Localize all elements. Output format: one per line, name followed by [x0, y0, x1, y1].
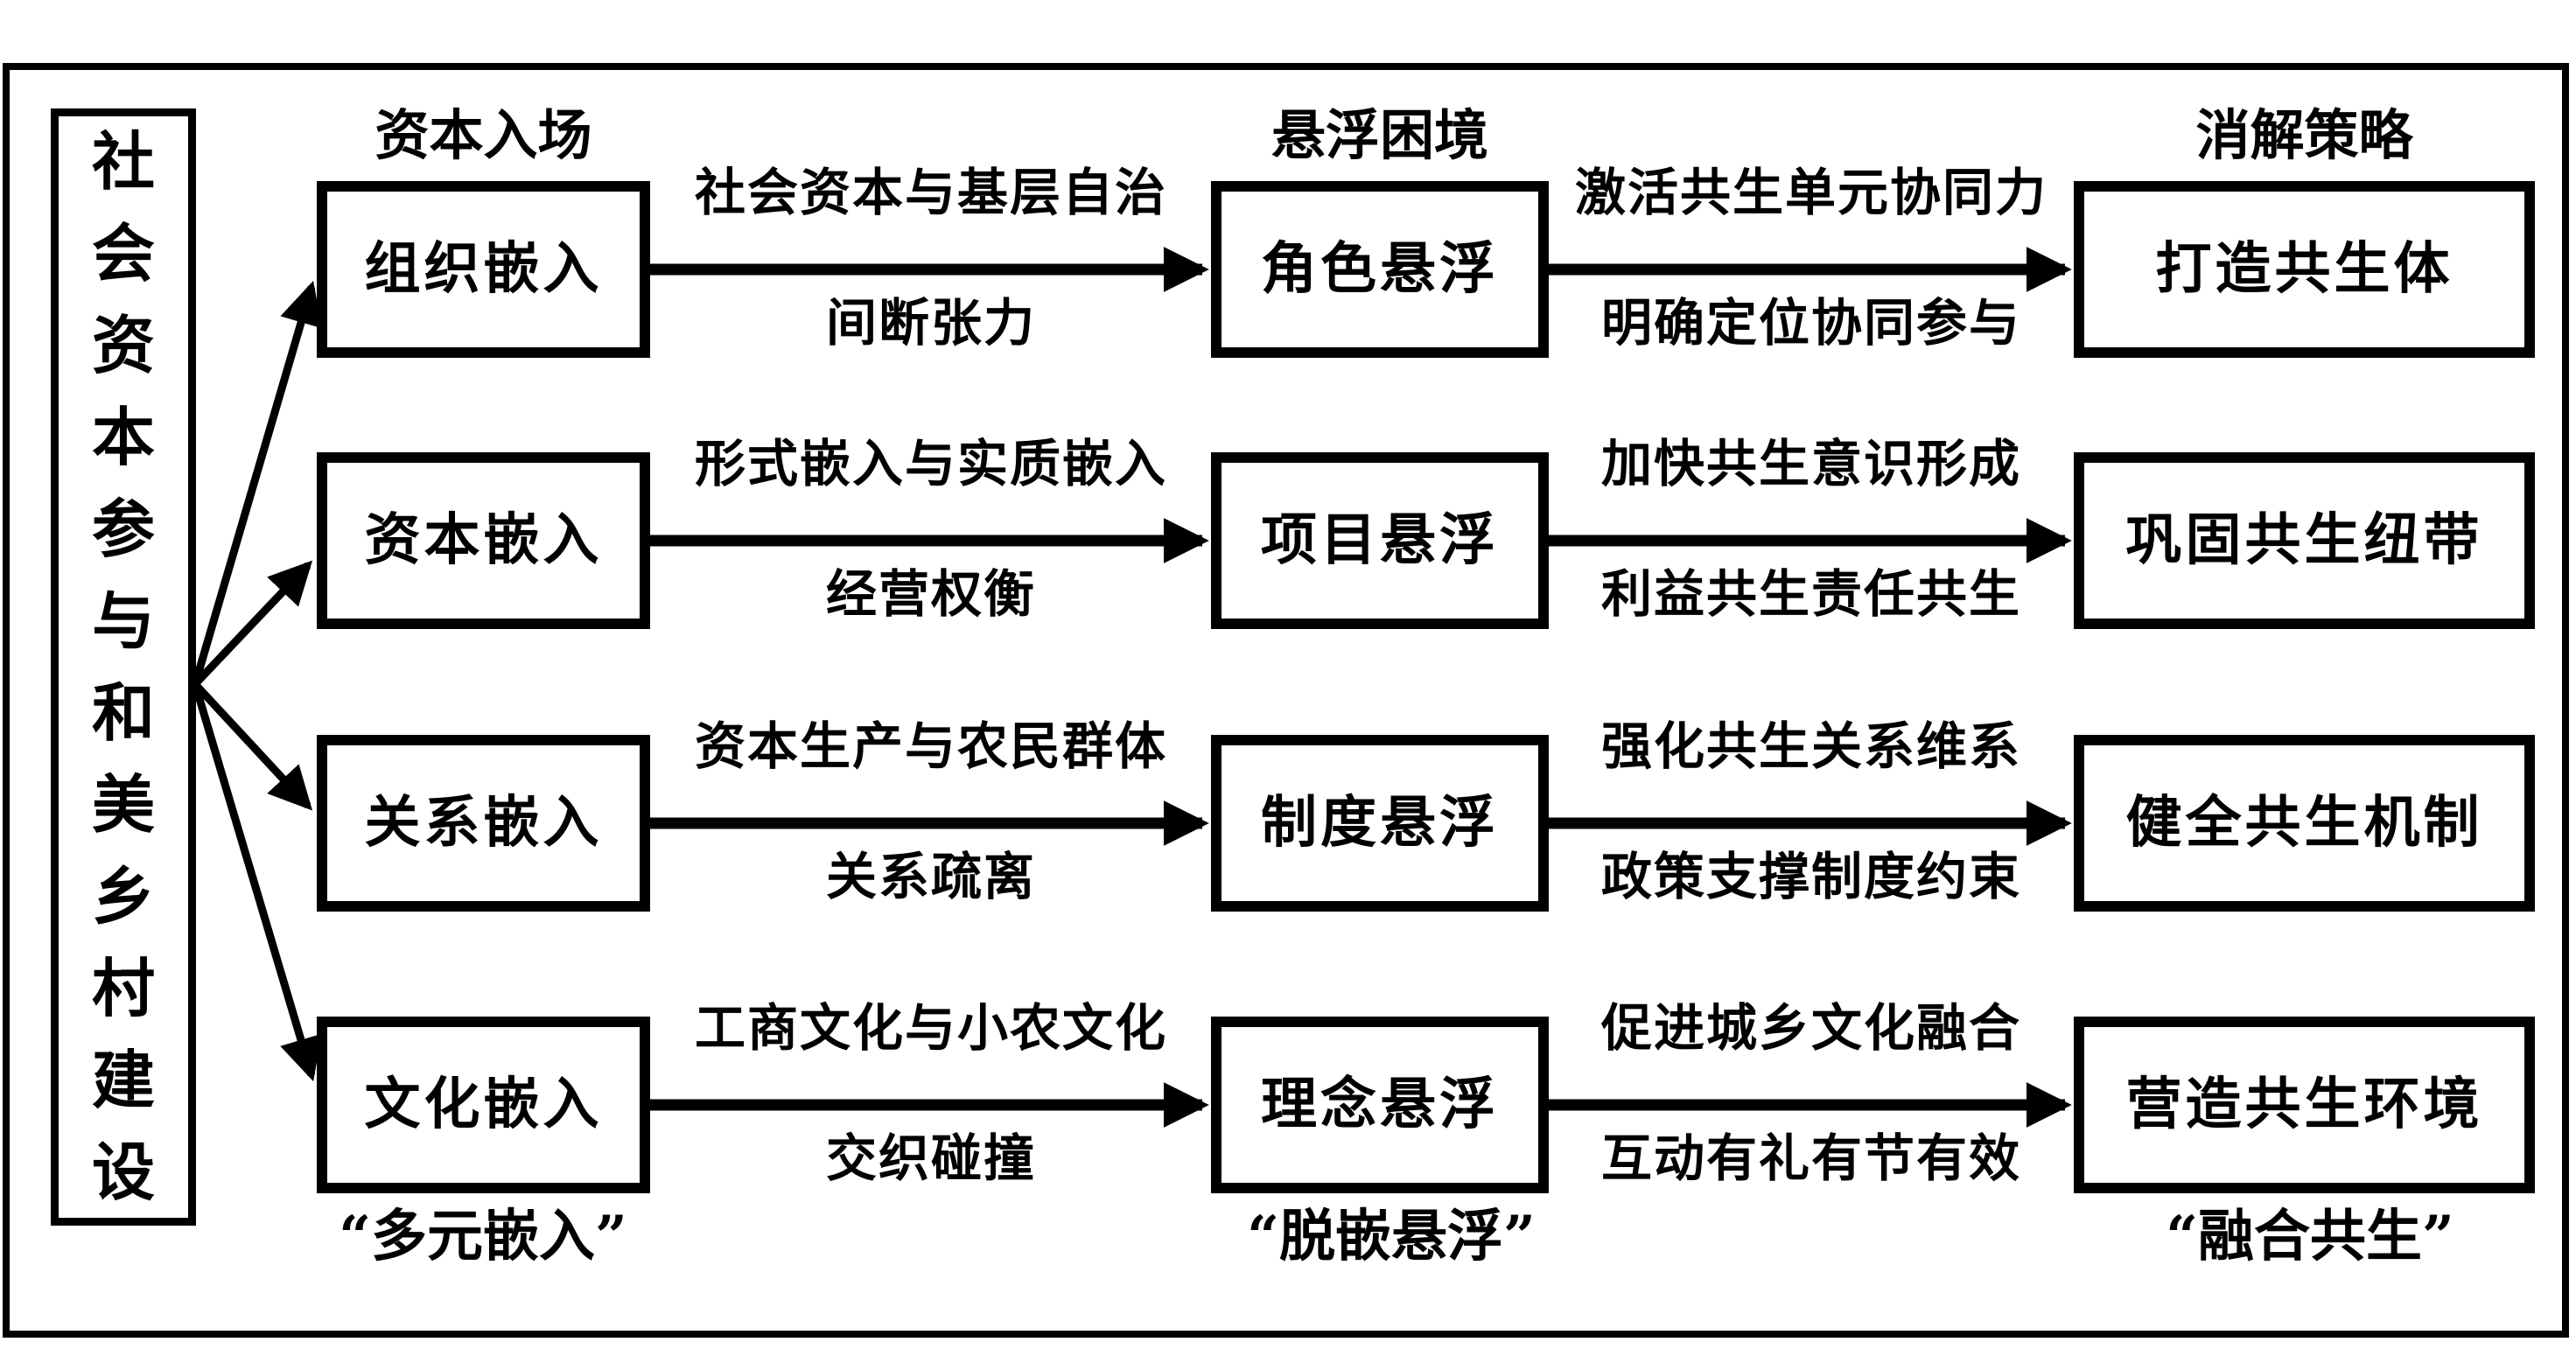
dilemma-box-row3: 制度悬浮	[1211, 735, 1549, 912]
cause-label-top-row2: 形式嵌入与实质嵌入	[694, 434, 1167, 493]
measure-label-bottom-row2: 利益共生责任共生	[1600, 564, 2021, 624]
diagram-outer-border	[3, 63, 2569, 1338]
strategy-label-row1: 打造共生体	[2155, 236, 2454, 302]
fan-arrow-row1	[191, 280, 322, 686]
entry-box-row1: 组织嵌入	[317, 181, 650, 358]
footer-label-dilemma: “脱嵌悬浮”	[1247, 1204, 1536, 1269]
strategy-label-row3: 健全共生机制	[2125, 790, 2483, 856]
measure-label-bottom-row3: 政策支撑制度约束	[1600, 847, 2021, 906]
cause-label-bottom-row2: 经营权衡	[825, 564, 1036, 624]
strategy-box-row1: 打造共生体	[2074, 181, 2535, 358]
entry-box-row2: 资本嵌入	[317, 452, 650, 629]
cause-label-bottom-row1: 间断张力	[825, 293, 1036, 353]
measure-label-top-row4: 促进城乡文化融合	[1600, 998, 2021, 1058]
footer-label-strategy: “融合共生”	[2166, 1204, 2454, 1269]
measure-label-top-row1: 激活共生单元协同力	[1574, 163, 2048, 222]
fan-arrow-row4	[191, 682, 322, 1082]
strategy-label-row2: 巩固共生纽带	[2125, 507, 2483, 573]
column-header-dilemma: 悬浮困境	[1270, 103, 1488, 167]
footer-label-entry: “多元嵌入”	[339, 1204, 627, 1269]
measure-label-bottom-row4: 互动有礼有节有效	[1600, 1129, 2021, 1188]
cause-label-top-row4: 工商文化与小农文化	[694, 998, 1167, 1058]
entry-label-row3: 关系嵌入	[364, 790, 603, 856]
source-box-label: 社会资本参与和美乡村建设	[91, 124, 155, 1209]
measure-label-top-row2: 加快共生意识形成	[1600, 434, 2021, 493]
cause-label-top-row1: 社会资本与基层自治	[694, 163, 1167, 222]
dilemma-box-row1: 角色悬浮	[1211, 181, 1549, 358]
dilemma-label-row4: 理念悬浮	[1261, 1072, 1499, 1137]
cause-label-bottom-row3: 关系疏离	[825, 847, 1036, 906]
entry-label-row1: 组织嵌入	[364, 236, 603, 302]
strategy-box-row4: 营造共生环境	[2074, 1017, 2535, 1193]
entry-box-row4: 文化嵌入	[317, 1017, 650, 1193]
fan-arrows	[191, 280, 322, 1082]
entry-label-row4: 文化嵌入	[364, 1072, 603, 1137]
column-header-entry: 资本入场	[374, 103, 592, 167]
cause-label-bottom-row4: 交织碰撞	[825, 1129, 1036, 1188]
column-header-strategy: 消解策略	[2195, 103, 2413, 167]
measure-label-top-row3: 强化共生关系维系	[1600, 716, 2021, 776]
strategy-box-row2: 巩固共生纽带	[2074, 452, 2535, 629]
fan-arrow-row2	[192, 560, 313, 688]
dilemma-label-row2: 项目悬浮	[1261, 507, 1499, 573]
measure-label-bottom-row1: 明确定位协同参与	[1600, 293, 2021, 353]
fan-arrow-row3	[192, 681, 313, 811]
dilemma-box-row2: 项目悬浮	[1211, 452, 1549, 629]
entry-box-row3: 关系嵌入	[317, 735, 650, 912]
cause-label-top-row3: 资本生产与农民群体	[694, 716, 1167, 776]
entry-label-row2: 资本嵌入	[364, 507, 603, 573]
source-box: 社会资本参与和美乡村建设	[51, 108, 196, 1226]
dilemma-label-row3: 制度悬浮	[1261, 790, 1499, 856]
strategy-box-row3: 健全共生机制	[2074, 735, 2535, 912]
strategy-label-row4: 营造共生环境	[2125, 1072, 2483, 1137]
dilemma-label-row1: 角色悬浮	[1261, 236, 1499, 302]
dilemma-box-row4: 理念悬浮	[1211, 1017, 1549, 1193]
flow-arrows	[649, 247, 2072, 1128]
